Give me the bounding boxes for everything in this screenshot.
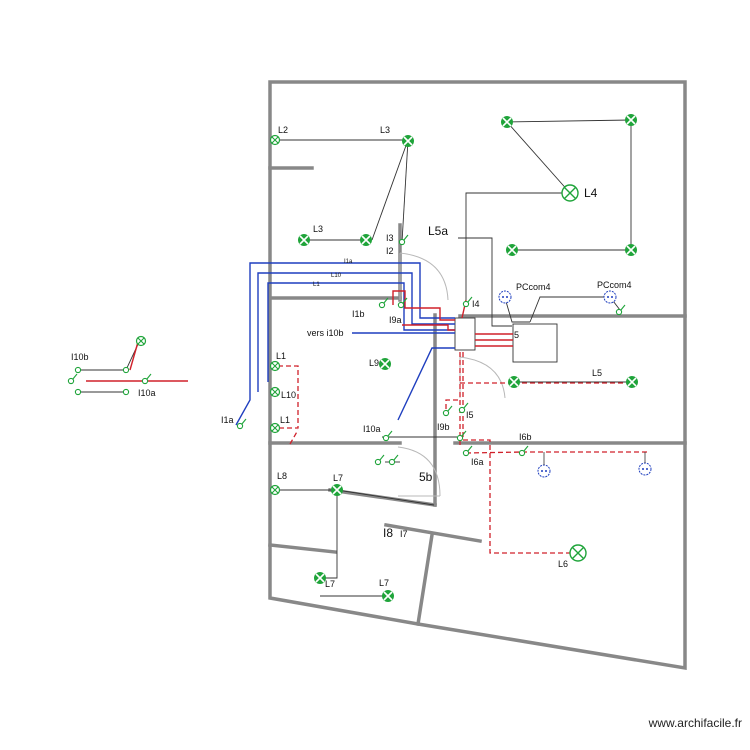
lamp-icon — [625, 114, 637, 126]
lamp-icon — [382, 590, 394, 602]
label-i10a-left: I10a — [138, 388, 156, 398]
pendant-lamp-icon — [569, 544, 587, 562]
label-i6b: I6b — [519, 432, 532, 442]
wall-light-icon — [269, 422, 281, 434]
lamp-icon — [626, 376, 638, 388]
switch-icon — [397, 297, 408, 309]
label-i1b: I1b — [352, 309, 365, 319]
label-i9b: I9b — [437, 422, 450, 432]
switch-icon — [122, 366, 130, 374]
label-5: 5 — [514, 330, 519, 340]
label-i1a: I1a — [221, 415, 234, 425]
wires-red — [86, 290, 513, 382]
label-i1a-wire: I1a — [344, 259, 353, 265]
walls — [268, 80, 687, 671]
lamp-icon — [501, 116, 513, 128]
wall-lights — [135, 134, 281, 496]
ceiling-lamps — [298, 114, 638, 602]
sockets — [498, 290, 652, 478]
label-l7-b: L7 — [325, 579, 335, 589]
switch-icon — [462, 296, 473, 308]
label-vers-i10b: vers i10b — [307, 328, 344, 338]
switch-icon — [378, 297, 389, 309]
label-l4: L4 — [584, 186, 598, 200]
switch-icon — [374, 454, 385, 466]
wall-light-icon — [269, 134, 281, 146]
lamp-icon — [625, 244, 637, 256]
lamp-icon — [506, 244, 518, 256]
label-l8: L8 — [277, 471, 287, 481]
label-l3: L3 — [313, 224, 323, 234]
wires-black — [80, 119, 632, 597]
switch-icon — [518, 445, 529, 457]
switch-icon — [122, 388, 130, 396]
label-l6: L6 — [558, 559, 568, 569]
label-i5: I5 — [466, 410, 474, 420]
label-l5: L5 — [592, 368, 602, 378]
label-l5a: L5a — [428, 224, 448, 238]
switch-icon — [141, 373, 152, 385]
label-i10b-left: I10b — [71, 352, 89, 362]
switch-icon — [458, 402, 469, 414]
watermark-credit: www.archifacile.fr — [648, 716, 742, 730]
label-l2: L2 — [278, 125, 288, 135]
label-pccom4-b: PCcom4 — [597, 280, 632, 290]
label-l1-b: L1 — [280, 415, 290, 425]
lamp-icon — [314, 572, 326, 584]
socket-icon — [638, 462, 652, 476]
switch-icon — [462, 445, 473, 457]
label-l9: L9 — [369, 358, 379, 368]
switch-icon — [74, 388, 82, 396]
door-arcs — [397, 252, 506, 497]
switch-icon — [456, 430, 467, 442]
label-i8: I8 — [383, 526, 393, 540]
label-l1-wire: L1 — [313, 282, 320, 288]
label-i3: I3 — [386, 233, 394, 243]
wires-blue — [235, 262, 455, 426]
switch-icon — [398, 234, 409, 246]
lamp-icon — [379, 358, 391, 370]
label-l7: L7 — [333, 473, 343, 483]
label-5b: 5b — [419, 470, 433, 484]
lamp-icon — [402, 135, 414, 147]
label-i4: I4 — [472, 299, 480, 309]
switch-icon — [382, 430, 393, 442]
label-l10-wire: L10 — [331, 273, 342, 279]
label-i10a: I10a — [363, 424, 381, 434]
switches — [67, 234, 626, 466]
label-l7-c: L7 — [379, 578, 389, 588]
wall-light-icon — [269, 386, 281, 398]
wall-light-icon — [269, 360, 281, 372]
switch-icon — [74, 366, 82, 374]
lamp-icon — [360, 234, 372, 246]
switch-icon — [615, 304, 626, 316]
pendant-lamps — [561, 184, 587, 562]
socket-icon — [603, 290, 617, 304]
label-l1-a: L1 — [276, 351, 286, 361]
labels: L2 L3 L3 L4 L5a I3 I2 I1a L10 L1 I1b I9a… — [71, 125, 632, 589]
lamp-icon — [508, 376, 520, 388]
switch-icon — [442, 405, 453, 417]
switch-icon — [67, 373, 78, 385]
socket-icon — [498, 290, 512, 304]
wall-light-icon — [269, 484, 281, 496]
label-i6a: I6a — [471, 457, 484, 467]
switch-icon — [388, 454, 399, 466]
label-l10: L10 — [281, 390, 296, 400]
wall-light-icon — [135, 335, 147, 347]
socket-icon — [537, 464, 551, 478]
pendant-lamp-icon — [561, 184, 579, 202]
label-l3-top: L3 — [380, 125, 390, 135]
label-i9a: I9a — [389, 315, 402, 325]
label-i2: I2 — [386, 246, 394, 256]
label-pccom4-a: PCcom4 — [516, 282, 551, 292]
label-i7: I7 — [400, 529, 408, 539]
switch-icon — [236, 418, 247, 430]
lamp-icon — [298, 234, 310, 246]
lamp-icon — [331, 484, 343, 496]
